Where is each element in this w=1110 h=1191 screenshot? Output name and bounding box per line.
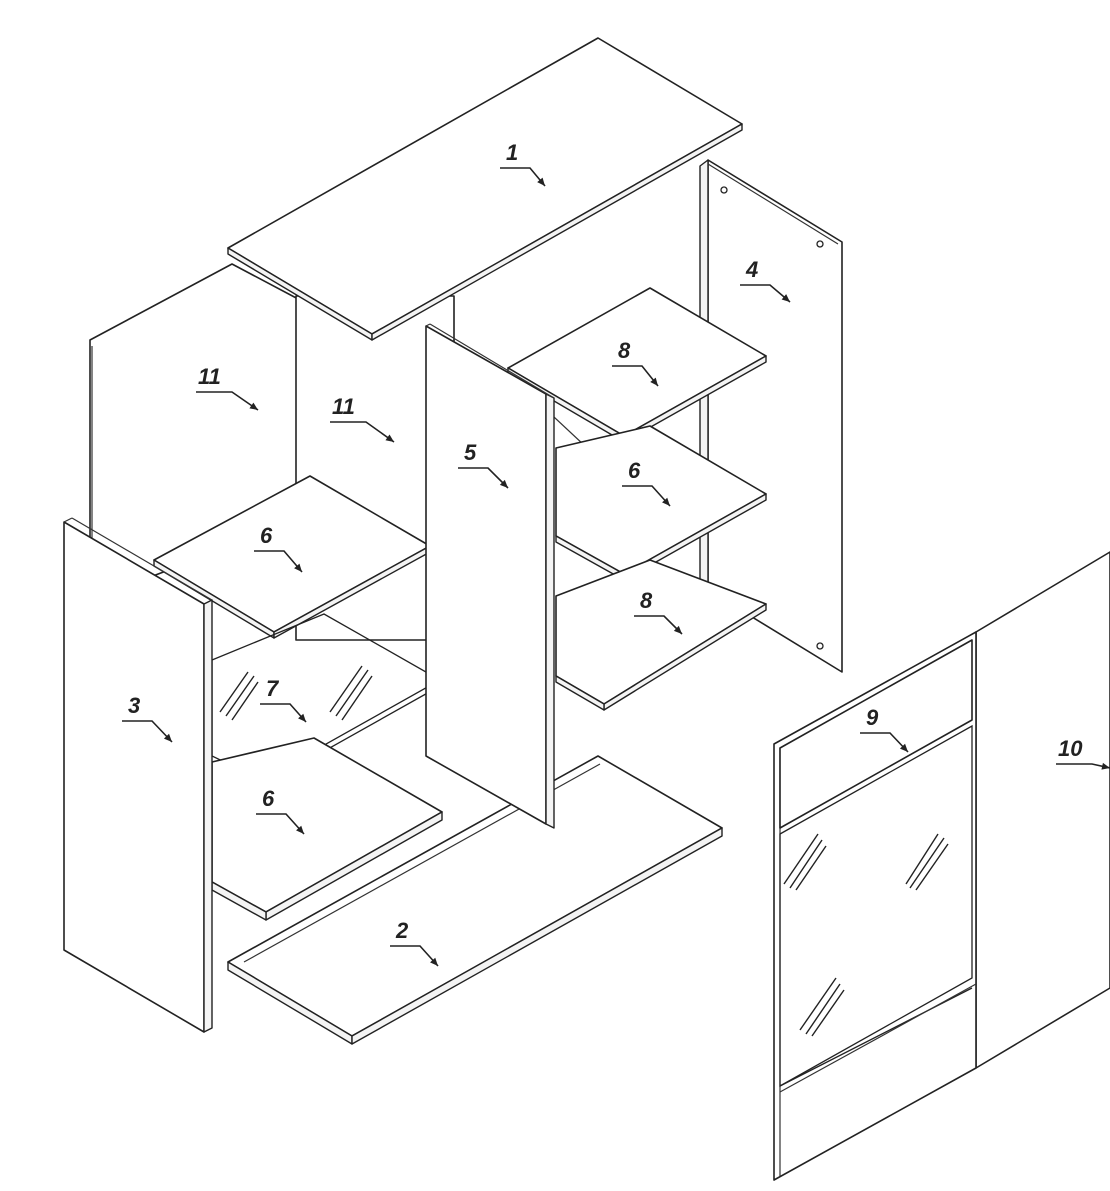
- left-shelf-top: [153, 475, 431, 639]
- callout-number: 8: [618, 338, 631, 363]
- callout-left-side-panel-3: 3: [122, 693, 173, 743]
- callout-back-panel-11: 11: [196, 364, 259, 411]
- callout-number: 11: [332, 394, 355, 419]
- callout-leader: [122, 720, 173, 743]
- callout-number: 9: [866, 705, 879, 730]
- callout-number: 1: [506, 140, 518, 165]
- callout-right-shelf-8: 8: [634, 588, 683, 635]
- glass-hatch-shelf: [219, 665, 373, 721]
- callout-leader: [260, 703, 307, 723]
- callout-arrowhead: [385, 434, 394, 442]
- callout-leader: [330, 421, 395, 443]
- callout-glass-door-10: 10: [1056, 736, 1110, 770]
- callout-arrowhead: [673, 625, 682, 634]
- callout-leader: [634, 615, 683, 635]
- callout-arrowhead: [1101, 762, 1110, 770]
- callout-leader: [612, 365, 659, 387]
- callout-top-panel-1: 1: [500, 140, 546, 187]
- glass-hatch-door: [783, 833, 949, 1037]
- callout-leader: [254, 550, 303, 573]
- callout-shelf-6: 6: [622, 458, 671, 507]
- door-back-panel: [975, 551, 1110, 1069]
- callout-bottom-panel-2: 2: [390, 918, 439, 967]
- callout-leader: [256, 813, 305, 835]
- callout-arrowhead: [249, 402, 258, 410]
- callout-back-panel-11: 11: [330, 394, 395, 443]
- part-callouts: 1 4 11 11 8 5 6 6 8 7 3 9 10 6 2: [122, 140, 1110, 967]
- callout-number: 11: [198, 364, 221, 389]
- callout-arrowhead: [662, 497, 670, 506]
- callout-middle-partition-5: 5: [458, 440, 509, 489]
- callout-number: 7: [266, 676, 280, 701]
- drawer-front: [779, 639, 973, 829]
- callout-right-shelf-8: 8: [612, 338, 659, 387]
- callout-shelf-6: 6: [256, 786, 305, 835]
- callout-number: 8: [640, 588, 653, 613]
- callout-drawer-front-9: 9: [860, 705, 909, 753]
- callout-number: 3: [128, 693, 140, 718]
- callout-right-side-panel-4: 4: [740, 257, 791, 303]
- callout-arrowhead: [430, 957, 438, 966]
- callout-shelf-6: 6: [254, 523, 303, 573]
- callout-leader: [740, 284, 791, 303]
- callout-arrowhead: [537, 177, 545, 186]
- left-side-panel: [63, 517, 213, 1033]
- callout-arrowhead: [163, 733, 172, 742]
- callout-number: 5: [464, 440, 477, 465]
- callout-arrowhead: [899, 743, 908, 752]
- right-shelf-middle: [555, 425, 767, 581]
- right-shelf-bottom: [555, 559, 767, 711]
- callout-number: 6: [262, 786, 275, 811]
- callout-arrowhead: [650, 377, 658, 386]
- callout-number: 2: [395, 918, 409, 943]
- callout-leader: [860, 732, 909, 753]
- callout-arrowhead: [298, 713, 306, 722]
- door-bottom-rail: [779, 983, 977, 1093]
- top-panel: [227, 37, 743, 341]
- callout-leader: [622, 485, 671, 507]
- callout-arrowhead: [781, 294, 790, 302]
- callout-arrowhead: [296, 825, 304, 834]
- callout-leader: [458, 467, 509, 489]
- callout-number: 6: [628, 458, 641, 483]
- middle-partition: [425, 323, 555, 829]
- callout-leader: [196, 391, 259, 411]
- callout-arrowhead: [294, 563, 302, 572]
- callout-number: 4: [745, 257, 758, 282]
- callout-glass-shelf-7: 7: [260, 676, 307, 723]
- callout-arrowhead: [499, 479, 508, 488]
- right-shelf-top: [507, 287, 767, 461]
- callout-number: 10: [1058, 736, 1083, 761]
- bottom-panel: [227, 755, 723, 1045]
- callout-leader: [390, 945, 439, 967]
- callout-number: 6: [260, 523, 273, 548]
